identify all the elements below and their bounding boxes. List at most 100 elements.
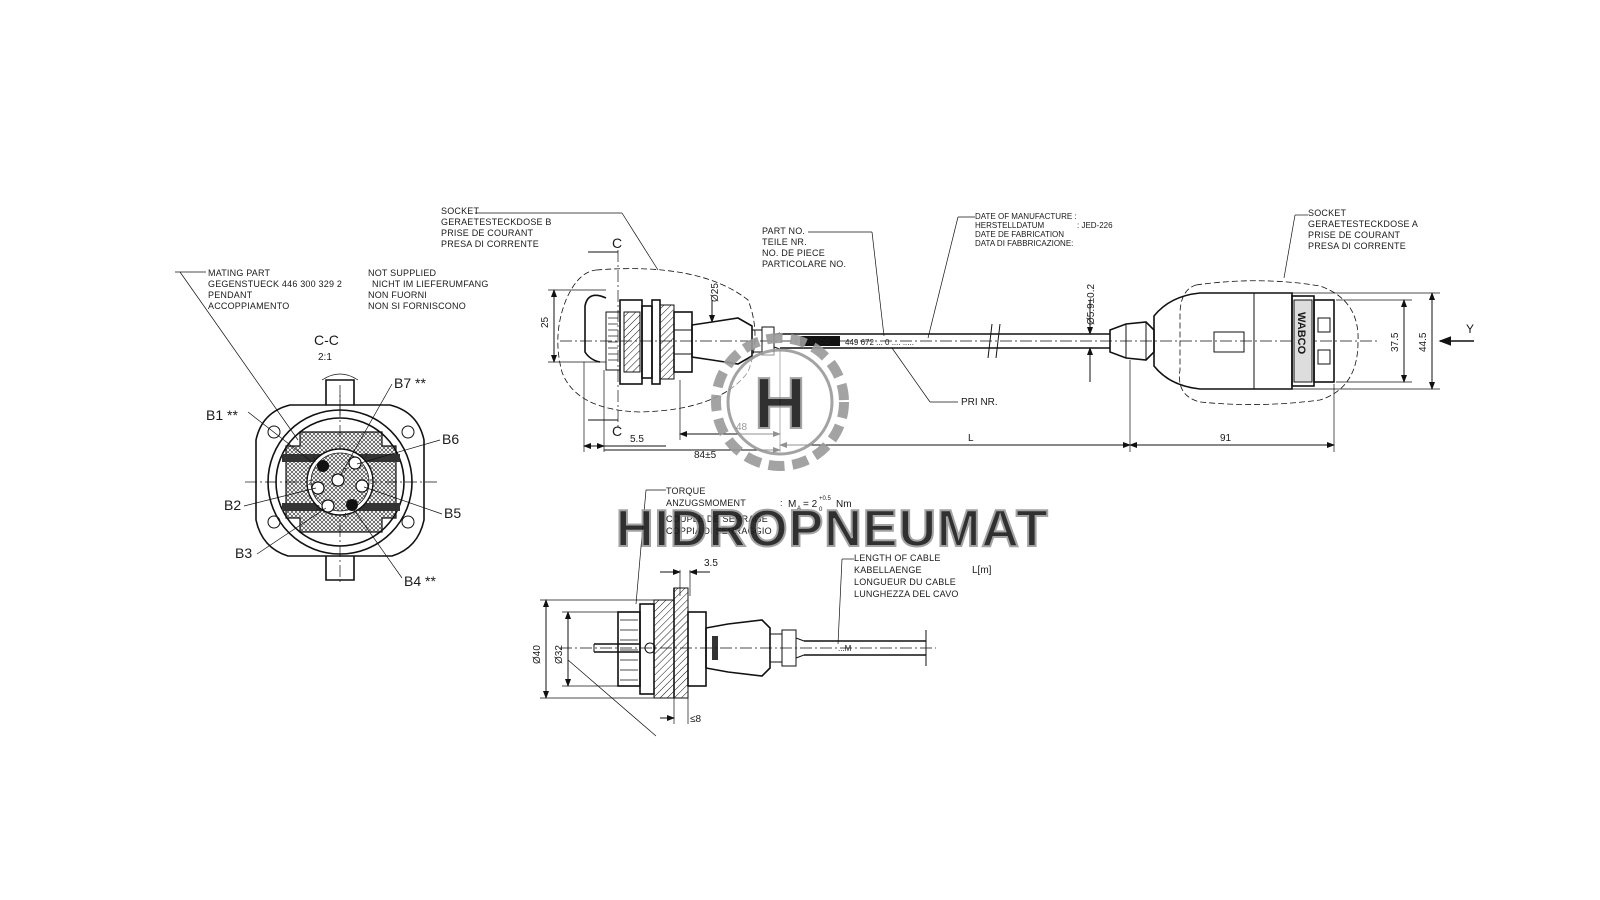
svg-text:DATE DE FABRICATION: DATE DE FABRICATION xyxy=(975,230,1064,239)
svg-text:H: H xyxy=(754,364,806,444)
pin-label-b7: B7 ** xyxy=(394,375,426,391)
torque-formula: M A = 2 +0.5 0 Nm xyxy=(788,496,852,513)
svg-text:PART NO.: PART NO. xyxy=(762,226,805,236)
svg-text:NON FUORNI: NON FUORNI xyxy=(368,290,427,300)
svg-text:PRESA DI CORRENTE: PRESA DI CORRENTE xyxy=(441,239,539,249)
svg-text:NICHT IM LIEFERUMFANG: NICHT IM LIEFERUMFANG xyxy=(372,279,489,289)
svg-text:PRISE DE COURANT: PRISE DE COURANT xyxy=(441,228,534,238)
mounting-hole-br xyxy=(401,515,415,529)
mounting-hole-tl xyxy=(267,425,281,439)
dim-phi40: Ø40 xyxy=(532,645,543,664)
dim-5-5: 5.5 xyxy=(630,434,644,445)
cable-assembly-view: SOCKET GERAETESTECKDOSE B PRISE DE COURA… xyxy=(441,206,1474,461)
svg-text:ANZUGSMOMENT: ANZUGSMOMENT xyxy=(666,498,746,508)
svg-text:5: 5 xyxy=(370,479,374,486)
dim-25-left: 25 xyxy=(540,316,551,328)
svg-text:NOT SUPPLIED: NOT SUPPLIED xyxy=(368,268,437,278)
connector-flange xyxy=(255,404,425,557)
dim-84: 84±5 xyxy=(694,450,717,461)
svg-text:4: 4 xyxy=(343,513,347,520)
svg-text:PARTICOLARE NO.: PARTICOLARE NO. xyxy=(762,259,846,269)
svg-text:GERAETESTECKDOSE A: GERAETESTECKDOSE A xyxy=(1308,219,1418,229)
svg-text:SOCKET: SOCKET xyxy=(441,206,480,216)
svg-text:HERSTELLDATUM: HERSTELLDATUM xyxy=(975,221,1045,230)
svg-text:GEGENSTUECK 446 300 329 2: GEGENSTUECK 446 300 329 2 xyxy=(208,279,342,289)
mating-part-note: MATING PART GEGENSTUECK 446 300 329 2 PE… xyxy=(175,268,489,441)
svg-text:PRISE DE COURANT: PRISE DE COURANT xyxy=(1308,230,1401,240)
svg-text:= 2: = 2 xyxy=(803,499,818,510)
svg-text:TORQUE: TORQUE xyxy=(666,486,706,496)
svg-text:7: 7 xyxy=(343,468,347,475)
cable-length-unit: L[m] xyxy=(972,565,992,576)
svg-text:LUNGHEZZA DEL CAVO: LUNGHEZZA DEL CAVO xyxy=(854,589,959,599)
panel-wall xyxy=(673,587,689,699)
svg-text:COUPLE DE SERRAGE: COUPLE DE SERRAGE xyxy=(666,514,768,524)
dim-cable-diameter: Ø5.9±0.2 xyxy=(1086,283,1097,325)
svg-text:3: 3 xyxy=(316,505,320,512)
pin-label-b1: B1 ** xyxy=(206,407,238,423)
svg-text:PENDANT: PENDANT xyxy=(208,290,253,300)
svg-text::: : xyxy=(780,526,783,536)
svg-text:NO. DE PIECE: NO. DE PIECE xyxy=(762,248,825,258)
svg-text::: : xyxy=(780,514,783,524)
section-mark-bottom: C xyxy=(612,423,622,439)
svg-text:1: 1 xyxy=(312,457,316,464)
dim-37-5: 37.5 xyxy=(1390,332,1401,352)
svg-text:A: A xyxy=(797,506,801,512)
svg-text:DATA DI FABBRICAZIONE:: DATA DI FABBRICAZIONE: xyxy=(975,239,1073,248)
svg-text:Nm: Nm xyxy=(836,499,852,510)
socket-b-outline xyxy=(557,268,756,413)
svg-text:DATE OF MANUFACTURE :: DATE OF MANUFACTURE : xyxy=(975,212,1077,221)
section-view-cc: C-C 2:1 xyxy=(206,332,461,589)
contact-pins xyxy=(311,456,369,513)
section-mark-top: C xyxy=(612,235,622,251)
socket-a-brand: WABCO xyxy=(1295,312,1307,355)
svg-text:PRESA DI CORRENTE: PRESA DI CORRENTE xyxy=(1308,241,1406,251)
dim-91: 91 xyxy=(1220,433,1232,444)
svg-text:TEILE NR.: TEILE NR. xyxy=(762,237,807,247)
section-title: C-C xyxy=(314,332,339,348)
dim-phi25: Ø25 xyxy=(710,283,721,302)
dim-8: ≤8 xyxy=(690,714,701,725)
svg-text:COPPIA DI SERRAGGIO: COPPIA DI SERRAGGIO xyxy=(666,526,772,536)
watermark: H HIDROPNEUMAT xyxy=(615,333,1049,559)
cable-length-mark: ...M xyxy=(838,644,852,653)
svg-text:MATING PART: MATING PART xyxy=(208,268,271,278)
pin-label-b3: B3 xyxy=(235,545,252,561)
pri-label: PRI NR. xyxy=(961,397,998,408)
date-value: : JED-226 xyxy=(1077,221,1113,230)
watermark-gear-icon: H xyxy=(711,333,849,471)
cable-brand: WABCO xyxy=(803,339,830,346)
watermark-text: HIDROPNEUMAT xyxy=(616,500,1049,558)
section-scale: 2:1 xyxy=(318,352,332,363)
svg-text::: : xyxy=(780,498,783,508)
svg-text:LENGTH OF CABLE: LENGTH OF CABLE xyxy=(854,553,941,563)
svg-text:LONGUEUR DU CABLE: LONGUEUR DU CABLE xyxy=(854,577,956,587)
svg-text:M: M xyxy=(788,499,796,510)
dim-l: L xyxy=(968,433,974,444)
pin-label-b5: B5 xyxy=(444,505,461,521)
svg-text:+0.5: +0.5 xyxy=(819,496,832,502)
dim-phi32: Ø32 xyxy=(554,645,565,664)
socket-b xyxy=(584,294,781,385)
dim-44-5: 44.5 xyxy=(1418,332,1429,352)
pin-label-b6: B6 xyxy=(442,431,459,447)
svg-text:NON SI FORNISCONO: NON SI FORNISCONO xyxy=(368,301,466,311)
socket-a: WABCO xyxy=(1109,292,1335,390)
socket-a-outline xyxy=(1179,280,1359,405)
mounting-view: TORQUE ANZUGSMOMENT COUPLE DE SERRAGE CO… xyxy=(532,486,992,737)
svg-text:KABELLAENGE: KABELLAENGE xyxy=(854,565,922,575)
svg-text:SOCKET: SOCKET xyxy=(1308,208,1347,218)
mounting-hole-tr xyxy=(401,425,415,439)
svg-text:2: 2 xyxy=(308,480,312,487)
pin-numbers: 1 7 2 7 5 3 4 xyxy=(308,453,374,520)
svg-text:0: 0 xyxy=(819,507,823,513)
pin-label-b2: B2 xyxy=(224,497,241,513)
cable-marking-text: 449 672 ... 0 .... ..... xyxy=(845,338,914,347)
view-y-label: Y xyxy=(1466,322,1474,336)
pin-label-b4: B4 ** xyxy=(404,573,436,589)
svg-text:ACCOPPIAMENTO: ACCOPPIAMENTO xyxy=(208,301,289,311)
svg-text:GERAETESTECKDOSE B: GERAETESTECKDOSE B xyxy=(441,217,552,227)
svg-text:7: 7 xyxy=(364,453,368,460)
